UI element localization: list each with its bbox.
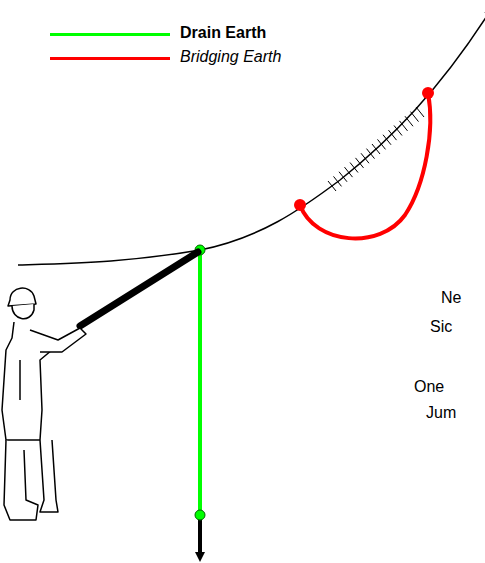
insulator-stroke: [416, 107, 424, 117]
legend-line: [50, 57, 170, 60]
insulator-stroke: [394, 126, 402, 136]
insulator-stroke: [339, 172, 347, 182]
side-label: Ne: [441, 289, 461, 307]
side-label: Jum: [426, 404, 456, 422]
bridging-earth: [300, 93, 430, 238]
insulator-stroke: [350, 163, 358, 173]
legend-line: [50, 33, 170, 36]
insulator-stroke: [378, 139, 386, 149]
insulator: [328, 107, 424, 191]
earth-spike: [198, 515, 202, 556]
legend-text: Drain Earth: [180, 24, 266, 42]
insulator-stroke: [361, 153, 369, 163]
insulator-stroke: [345, 167, 353, 177]
insulator-stroke: [405, 116, 413, 126]
conductor: [18, 8, 485, 265]
insulator-stroke: [328, 181, 336, 191]
insulator-stroke: [389, 130, 397, 140]
hot-stick: [80, 252, 198, 326]
clamp: [422, 87, 434, 99]
spike-tip: [195, 552, 205, 562]
worker: [2, 288, 86, 520]
side-label: One: [414, 378, 444, 396]
insulator-stroke: [367, 149, 375, 159]
insulator-stroke: [372, 144, 380, 154]
drain-earth: [198, 250, 202, 515]
clamp: [195, 510, 205, 520]
insulator-stroke: [411, 112, 419, 122]
clamp: [294, 199, 306, 211]
insulator-stroke: [334, 176, 342, 186]
insulator-stroke: [400, 121, 408, 131]
legend-text: Bridging Earth: [180, 48, 281, 66]
insulator-stroke: [383, 135, 391, 145]
insulator-stroke: [356, 158, 364, 168]
side-label: Sic: [430, 318, 452, 336]
